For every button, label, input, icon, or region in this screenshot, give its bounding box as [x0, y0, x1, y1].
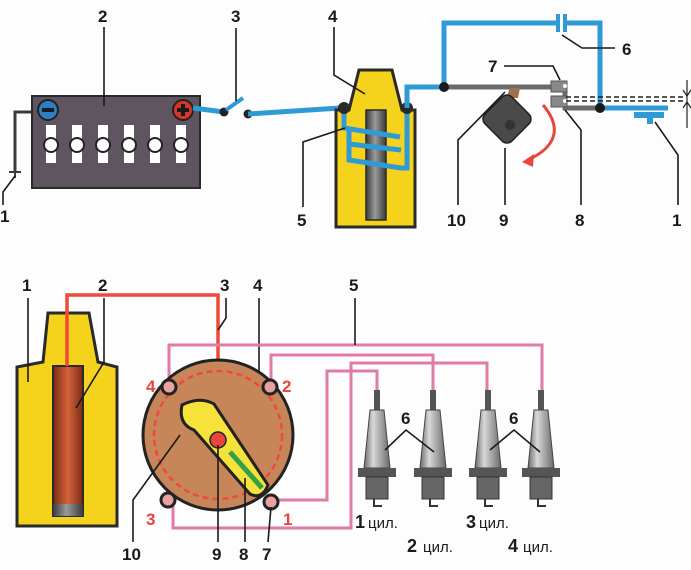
svg-text:1: 1: [355, 512, 365, 532]
cap-terminal-1: 1: [283, 510, 292, 529]
spark-plug: [414, 390, 452, 507]
label-coil: 4: [328, 7, 338, 26]
ignition-coil-top: [334, 68, 417, 229]
leader-rotor: [132, 434, 181, 542]
label-ground-right: 1: [672, 211, 681, 230]
svg-text:2: 2: [407, 536, 417, 556]
distributor-cap: [141, 358, 295, 512]
cylinder-label-2: 2 цил.: [407, 536, 453, 556]
leader-plugs-right: [489, 428, 541, 453]
label-battery: 2: [98, 7, 107, 26]
label-plug-wires: 5: [349, 276, 358, 295]
label-distributor-cap: 4: [253, 276, 263, 295]
ground-left: [2, 110, 32, 205]
capacitor-icon: [556, 14, 567, 32]
label-primary-winding: 5: [297, 211, 306, 230]
label-switch: 3: [231, 7, 240, 26]
secondary-winding: [52, 365, 84, 517]
label-side-electrode: 7: [262, 545, 271, 564]
rotor: [179, 398, 270, 498]
svg-text:цил.: цил.: [368, 515, 398, 532]
rotor-contact: [228, 450, 264, 490]
high-voltage-circuit: 1 2 3 4 5: [15, 276, 560, 564]
spark-plug: [358, 390, 396, 507]
label-moving-contact-text: 7: [488, 57, 497, 76]
label-breaker-lever: 10: [447, 211, 466, 230]
leader-capacitor: [561, 34, 615, 49]
positive-terminal-icon: [172, 99, 194, 121]
leader-secondary-winding: [75, 298, 105, 409]
breaker-circuit: [404, 14, 691, 128]
battery-cells: [43, 125, 189, 163]
svg-text:4: 4: [508, 536, 518, 556]
cap-terminal-2: 2: [282, 377, 291, 396]
leader-coil: [333, 27, 366, 95]
svg-text:цил.: цил.: [479, 515, 509, 532]
spark-plugs: [358, 390, 560, 507]
label-plugs-right: 6: [509, 409, 518, 428]
ground-right-icon: [634, 112, 664, 124]
cam: [482, 88, 532, 144]
leader-fixed-contact: [564, 109, 582, 205]
leader-plugs-left: [384, 428, 435, 453]
leader-ground-right: [654, 121, 679, 205]
cylinder-label-1: 1 цил.: [355, 512, 398, 532]
label-center-contact: 9: [212, 545, 221, 564]
label-rotor-contact: 8: [239, 545, 248, 564]
negative-terminal-icon: [37, 99, 59, 121]
ignition-switch: [192, 96, 341, 119]
label-cam: 9: [499, 211, 508, 230]
rotation-arrow-icon: [527, 104, 556, 162]
low-voltage-circuit: 1 2: [0, 7, 691, 230]
label-secondary-winding: 2: [98, 276, 107, 295]
cylinder-label-4: 4 цил.: [508, 536, 553, 556]
cylinder-label-3: 3 цил.: [466, 512, 509, 532]
leader-primary-winding: [302, 127, 346, 207]
label-coil-bottom: 1: [22, 276, 31, 295]
cap-terminal-4: 4: [146, 377, 156, 396]
spark-plug: [522, 390, 560, 507]
battery: [31, 95, 201, 189]
label-capacitor: 6: [622, 40, 631, 59]
spark-plug: [469, 390, 507, 507]
gap-dimension-icon: [682, 80, 691, 128]
label-rotor: 10: [122, 545, 141, 564]
leader-side-electrode: [267, 506, 272, 543]
leader-breaker-lever: [457, 91, 506, 205]
label-plugs-left: 6: [401, 409, 410, 428]
label-center-lead: 3: [220, 276, 229, 295]
svg-text:цил.: цил.: [423, 539, 453, 556]
leader-center-lead: [217, 298, 227, 331]
svg-text:3: 3: [466, 512, 476, 532]
svg-text:цил.: цил.: [523, 539, 553, 556]
cap-terminal-3: 3: [146, 510, 155, 529]
label-fixed-contact: 8: [575, 211, 584, 230]
rotation-arrowhead-icon: [522, 154, 534, 167]
label-ground-left: 1: [0, 207, 9, 226]
leader-moving-contact: [504, 65, 561, 81]
